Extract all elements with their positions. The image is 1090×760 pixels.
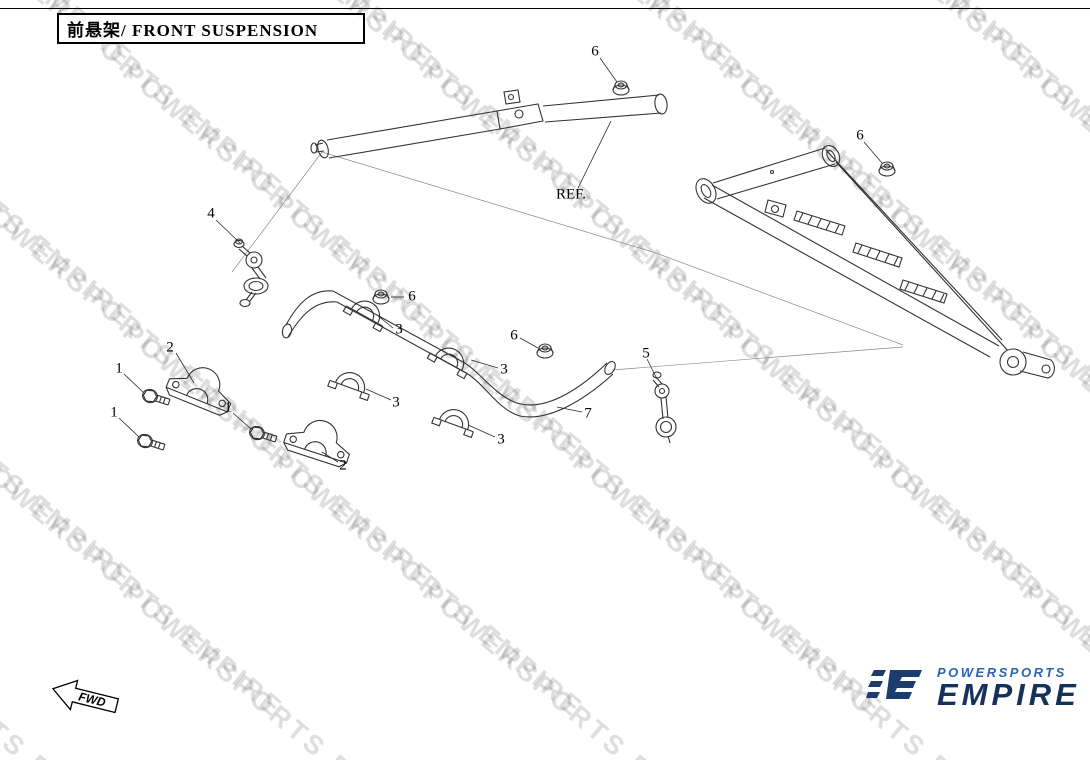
fwd-arrow-shape [51, 679, 120, 714]
logo-powersports-text: POWERSPORTS [937, 664, 1067, 680]
part-callout-1: 1 [110, 404, 118, 421]
part-callout-6: 6 [510, 327, 518, 344]
part-callout-3: 3 [395, 321, 403, 338]
part-callout-7: 7 [584, 405, 592, 422]
leader-lines [118, 57, 883, 463]
fwd-direction-arrow: FWD [51, 679, 120, 714]
part-callout-3: 3 [392, 394, 400, 411]
part-callout-5: 5 [642, 345, 650, 362]
construction-lines [231, 151, 904, 371]
part-callout-6: 6 [856, 127, 864, 144]
part-callout-ref: REF. [555, 186, 587, 203]
pivot-tube-assembly [310, 89, 668, 159]
part-callout-1: 1 [224, 399, 232, 416]
diagram-title-box: 前悬架/ FRONT SUSPENSION [57, 13, 365, 44]
fwd-label: FWD [77, 689, 107, 709]
logo-empire-text: EMPIRE [937, 676, 1080, 712]
brand-logo: POWERSPORTS EMPIRE [866, 664, 1080, 710]
part-callout-3: 3 [497, 431, 505, 448]
part-callout-4: 4 [207, 205, 215, 222]
sway-bar [281, 290, 616, 418]
brand-logo-text: POWERSPORTS EMPIRE [937, 664, 1080, 712]
part-callout-2: 2 [339, 457, 347, 474]
page-top-border [0, 8, 1090, 9]
a-arm [695, 145, 1055, 379]
part-callout-2: 2 [166, 339, 174, 356]
part-callout-6: 6 [408, 288, 416, 305]
part-callout-6: 6 [591, 43, 599, 60]
stabilizer-link-right [652, 371, 677, 444]
part-callout-3: 3 [500, 361, 508, 378]
empire-monogram-icon [866, 670, 922, 699]
diagram-title: 前悬架/ FRONT SUSPENSION [67, 21, 319, 40]
part-callout-1: 1 [115, 360, 123, 377]
stabilizer-link-left [233, 238, 269, 308]
